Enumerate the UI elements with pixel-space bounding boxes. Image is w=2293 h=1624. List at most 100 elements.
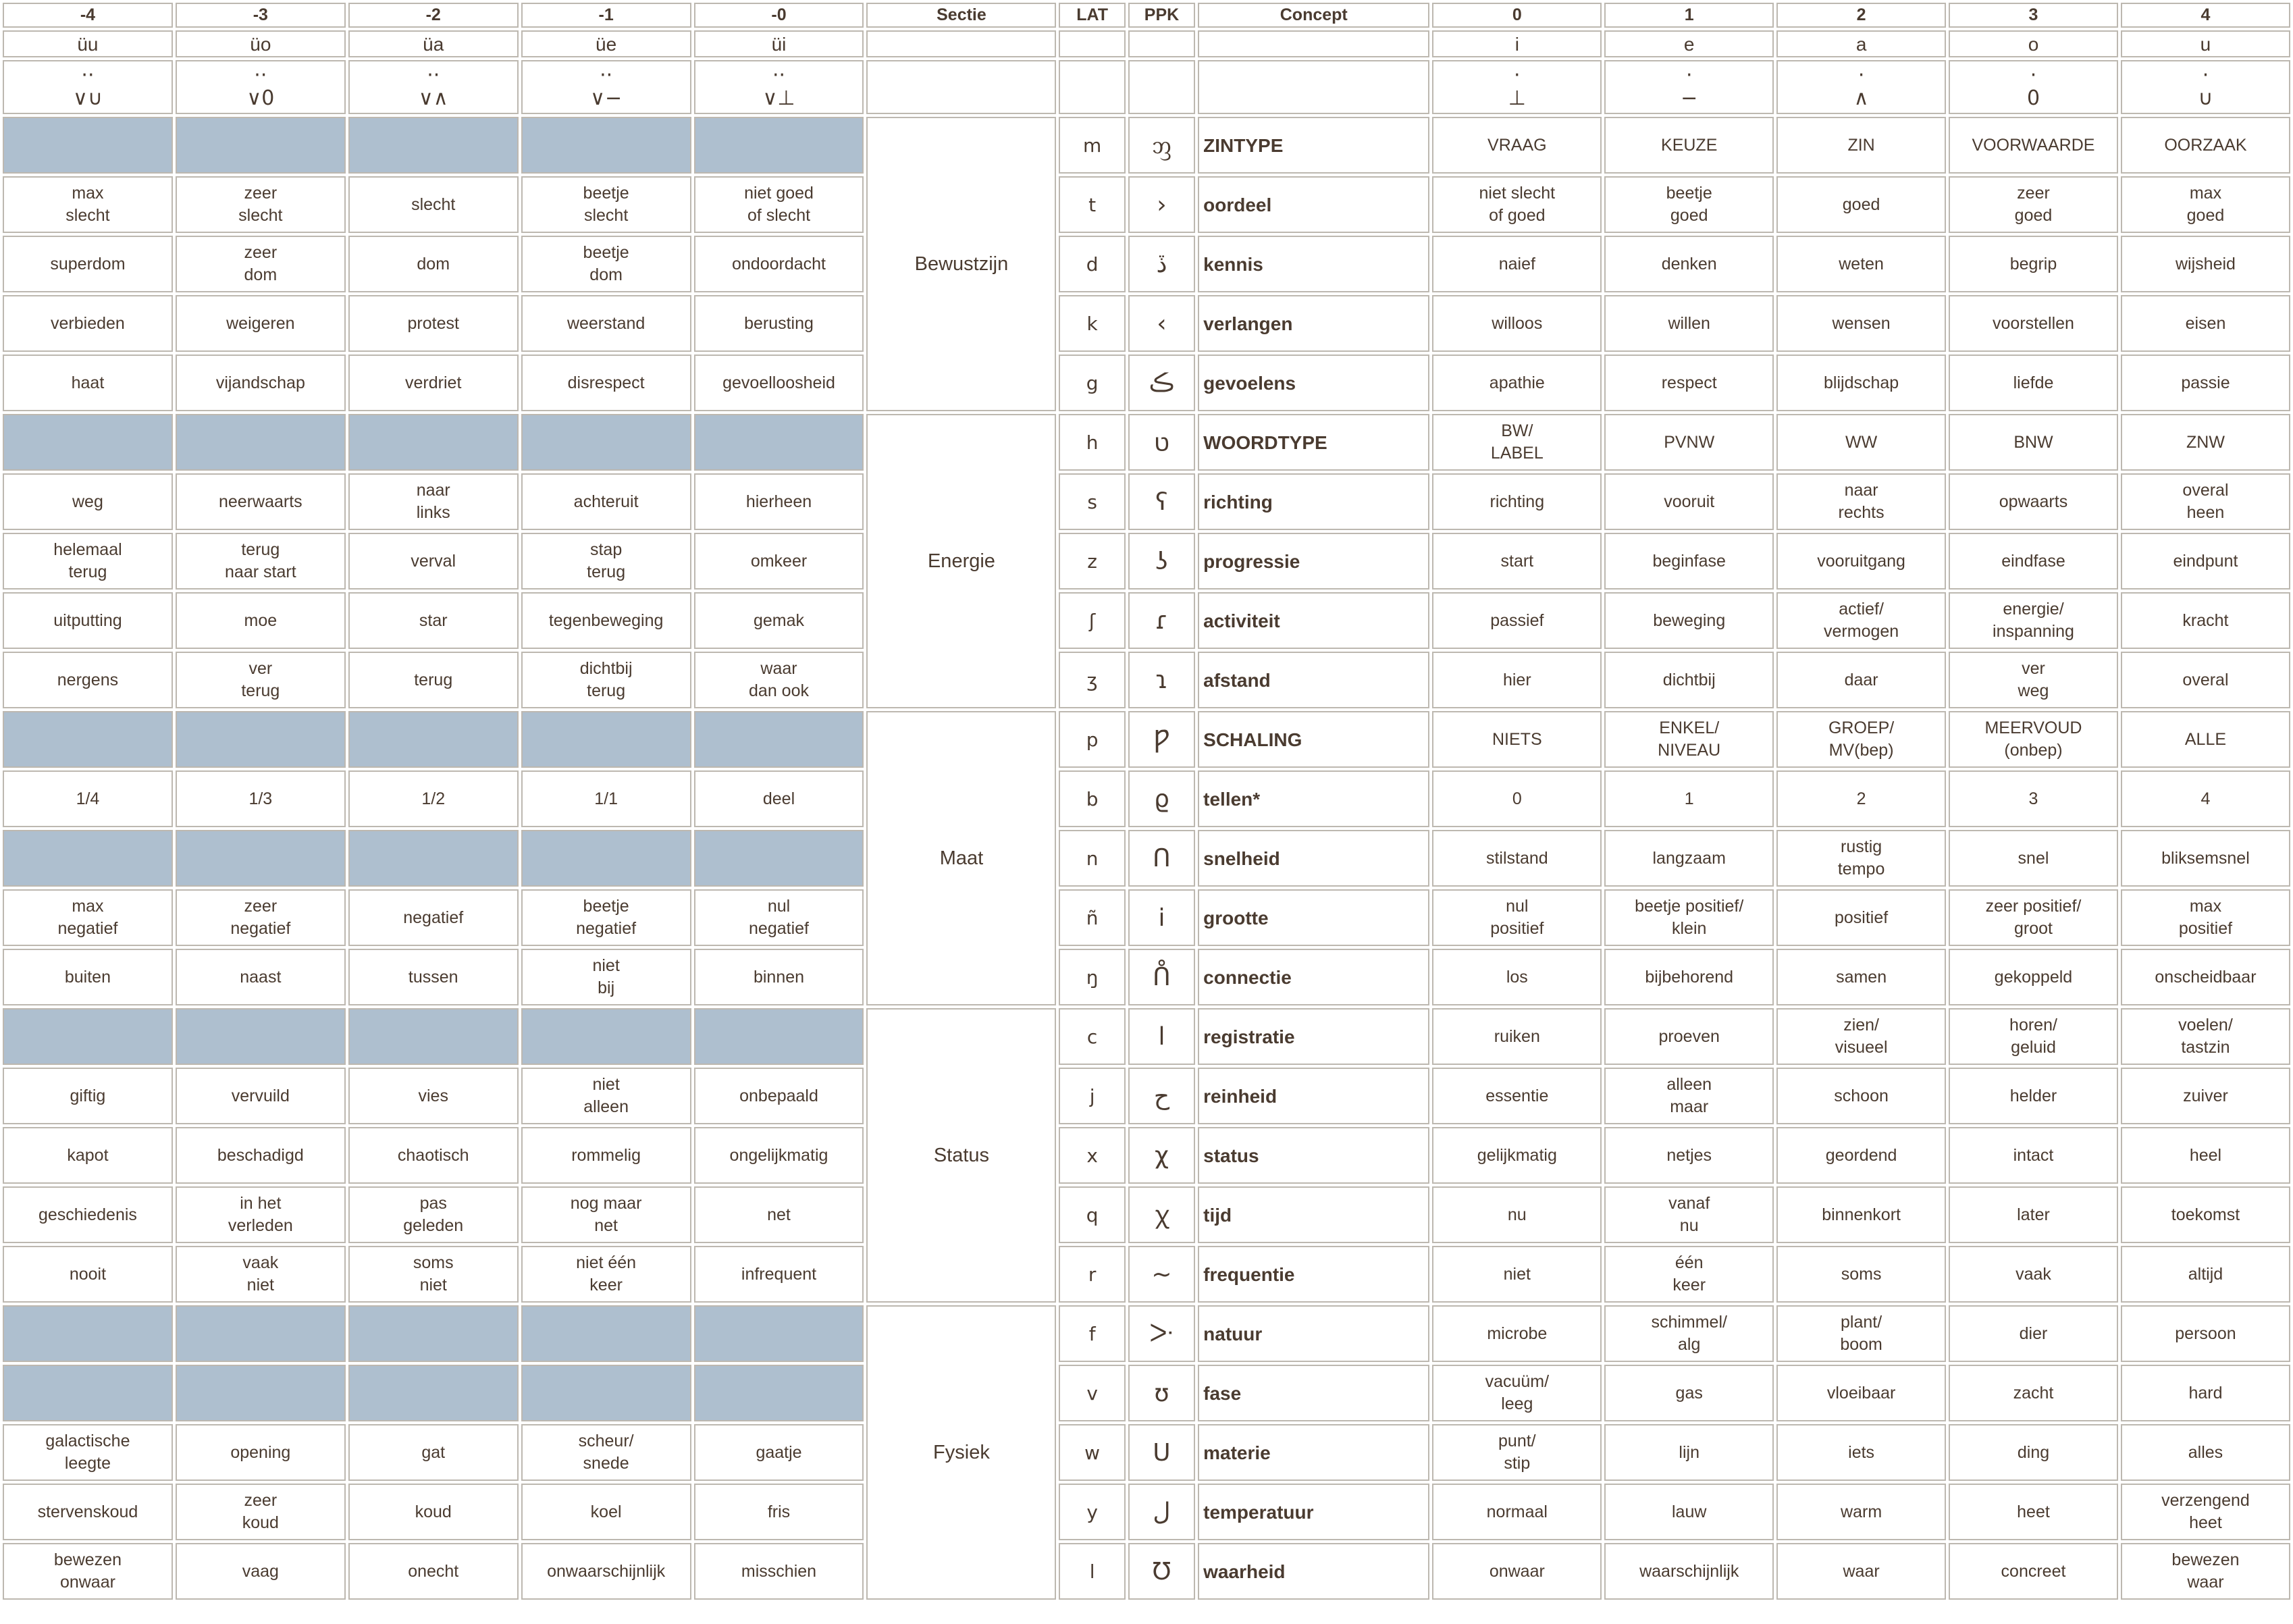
negative-value-cell: max negatief [3,889,173,946]
concept-cell: oordeel [1198,176,1430,233]
positive-value-cell: max goed [2120,176,2290,233]
negative-value-cell: galactische leegte [3,1424,173,1481]
concept-cell: temperatuur [1198,1484,1430,1540]
positive-value-cell: soms [1776,1246,1947,1303]
positive-value-cell: iets [1776,1424,1947,1481]
glyph-cell: ·· ∨− [521,60,691,114]
positive-value-cell: VOORWAARDE [1949,117,2118,174]
blank-shaded-cell [348,830,519,887]
ppk-glyph-cell: ڪ [1128,355,1196,411]
negative-value-cell: terug naar start [175,533,346,590]
positive-value-cell: vacuüm/ leeg [1432,1365,1602,1421]
glyph-cell: ·· ∨0 [175,60,346,114]
col-header-ppk: PPK [1128,3,1196,28]
negative-value-cell: protest [348,295,519,352]
positive-value-cell: vloeibaar [1776,1365,1947,1421]
negative-value-cell: nooit [3,1246,173,1303]
positive-value-cell: 2 [1776,770,1947,827]
vowel-cell: i [1432,30,1602,57]
blank-shaded-cell [3,414,173,471]
blank-shaded-cell [693,1305,864,1362]
positive-value-cell: zuiver [2120,1068,2290,1124]
blank-shaded-cell [175,1365,346,1421]
positive-value-cell: hard [2120,1365,2290,1421]
negative-value-cell: gaatje [693,1424,864,1481]
latin-letter-cell: s [1059,473,1126,530]
ppk-glyph-cell: ɾ [1128,592,1196,649]
col-header-pos: 1 [1604,3,1774,28]
positive-value-cell: naief [1432,236,1602,292]
positive-value-cell: ZNW [2120,414,2290,471]
col-header-neg: -0 [693,3,864,28]
positive-value-cell: vooruit [1604,473,1774,530]
negative-value-cell: stervenskoud [3,1484,173,1540]
negative-value-cell: verbieden [3,295,173,352]
latin-letter-cell: j [1059,1068,1126,1124]
negative-value-cell: weerstand [521,295,691,352]
positive-value-cell: horen/ geluid [1949,1008,2118,1065]
positive-value-cell: toekomst [2120,1186,2290,1243]
positive-value-cell: lijn [1604,1424,1774,1481]
positive-value-cell: liefde [1949,355,2118,411]
positive-value-cell: punt/ stip [1432,1424,1602,1481]
negative-value-cell: tegenbeweging [521,592,691,649]
positive-value-cell: max positief [2120,889,2290,946]
vowel-cell: a [1776,30,1947,57]
blank-shaded-cell [693,830,864,887]
positive-value-cell: weten [1776,236,1947,292]
positive-value-cell: beetje goed [1604,176,1774,233]
positive-value-cell: schoon [1776,1068,1947,1124]
section-label: Bewustzijn [866,117,1057,411]
negative-value-cell: 1/2 [348,770,519,827]
blank-shaded-cell [3,1305,173,1362]
negative-value-cell: weigeren [175,295,346,352]
positive-value-cell: essentie [1432,1068,1602,1124]
glyph-cell: · − [1604,60,1774,114]
negative-value-cell: gat [348,1424,519,1481]
glyph-cell: ·· ∨⊥ [693,60,864,114]
ppk-glyph-cell: ح [1128,1068,1196,1124]
positive-value-cell: lauw [1604,1484,1774,1540]
positive-value-cell: zacht [1949,1365,2118,1421]
negative-value-cell: max slecht [3,176,173,233]
negative-value-cell: beetje dom [521,236,691,292]
positive-value-cell: warm [1776,1484,1947,1540]
positive-value-cell: heet [1949,1484,2118,1540]
ppk-glyph-cell: Ƿ [1128,711,1196,768]
negative-value-cell: zeer slecht [175,176,346,233]
negative-value-cell: slecht [348,176,519,233]
negative-value-cell: niet goed of slecht [693,176,864,233]
negative-value-cell: beschadigd [175,1127,346,1184]
negative-value-cell: pas geleden [348,1186,519,1243]
negative-value-cell: binnen [693,949,864,1005]
ppk-glyph-cell: ט [1128,414,1196,471]
negative-value-cell: vies [348,1068,519,1124]
concept-cell: progressie [1198,533,1430,590]
col-header-pos: 2 [1776,3,1947,28]
positive-value-cell: schimmel/ alg [1604,1305,1774,1362]
positive-value-cell: alleen maar [1604,1068,1774,1124]
positive-value-cell: gekoppeld [1949,949,2118,1005]
positive-value-cell: later [1949,1186,2118,1243]
section-label: Fysiek [866,1305,1057,1600]
concept-cell: verlangen [1198,295,1430,352]
latin-letter-cell: g [1059,355,1126,411]
positive-value-cell: passie [2120,355,2290,411]
ppk-glyph-cell: ʊ [1128,1365,1196,1421]
negative-value-cell: haat [3,355,173,411]
negative-value-cell: naast [175,949,346,1005]
negative-value-cell: vervuild [175,1068,346,1124]
negative-value-cell: berusting [693,295,864,352]
blank-shaded-cell [3,117,173,174]
latin-letter-cell: c [1059,1008,1126,1065]
positive-value-cell: 0 [1432,770,1602,827]
concept-cell: fase [1198,1365,1430,1421]
ppk-glyph-cell: ⅰ [1128,889,1196,946]
blank-shaded-cell [348,414,519,471]
